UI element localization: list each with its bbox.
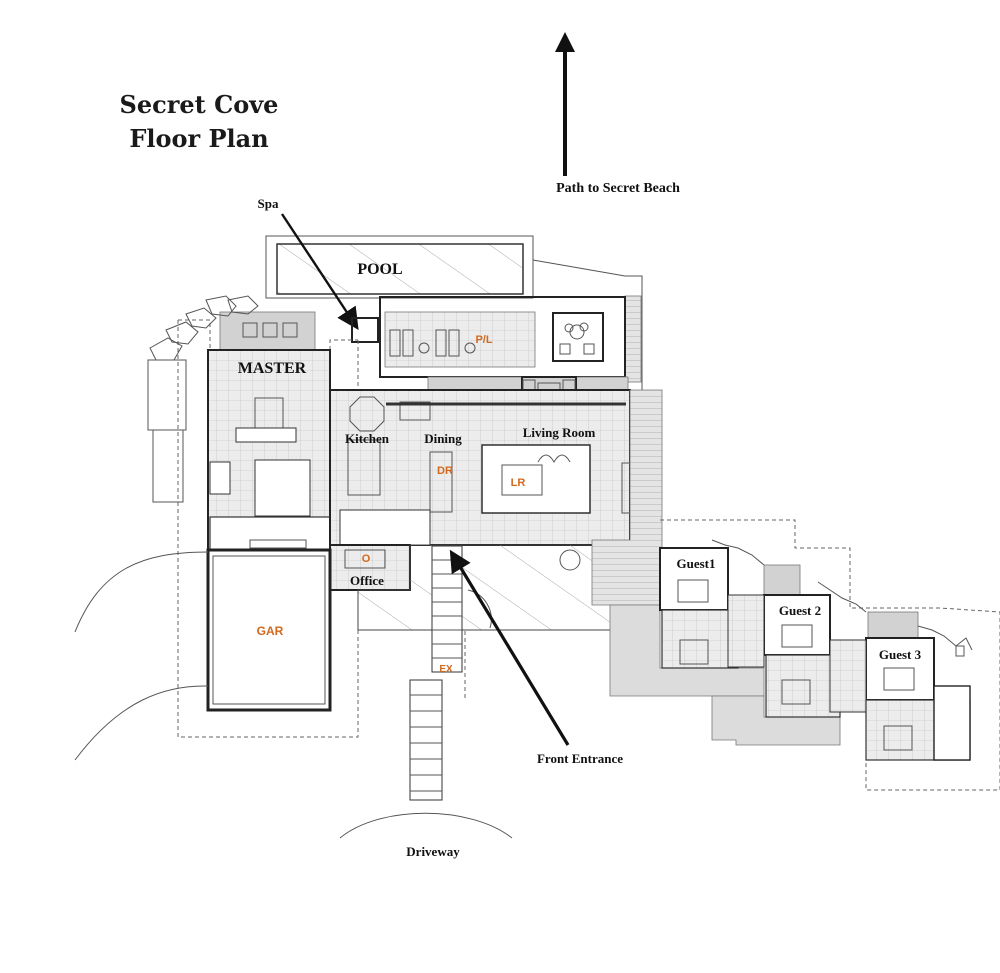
pool-label: POOL: [357, 261, 402, 278]
garage: [206, 548, 332, 712]
front-entrance-label: Front Entrance: [537, 751, 623, 766]
driveway-label: Driveway: [406, 844, 460, 859]
plan-title-line1: Secret Cove: [120, 90, 279, 119]
office-code: O: [362, 553, 371, 565]
exit-code: EX: [439, 664, 453, 675]
guest3-label: Guest 3: [879, 647, 922, 662]
pool-lounge-deck: [379, 296, 626, 378]
spa-tub: [351, 317, 379, 343]
living-room-code: LR: [511, 477, 526, 489]
rock-garden: [149, 295, 259, 361]
garage-code: GAR: [257, 624, 284, 638]
path-to-beach-label: Path to Secret Beach: [556, 181, 680, 196]
master-suite: [207, 311, 331, 551]
path-to-beach-arrow: [555, 32, 575, 176]
living-room-label: Living Room: [523, 425, 596, 440]
pool-lounge-code: P/L: [475, 334, 492, 346]
guest1-suite: [659, 539, 765, 669]
plan-title-line2: Floor Plan: [129, 124, 268, 153]
spa-arrow: [280, 213, 359, 331]
guest2-suite: [727, 564, 867, 718]
dining-label: Dining: [424, 431, 462, 446]
dining-code: DR: [437, 465, 453, 477]
master-label: MASTER: [238, 360, 307, 377]
guest2-label: Guest 2: [779, 603, 821, 618]
driveway-arc: [339, 812, 513, 839]
pool-area: [265, 235, 534, 299]
guest3-suite: [829, 611, 973, 761]
office-label: Office: [350, 573, 384, 588]
kitchen-label: Kitchen: [345, 431, 390, 446]
main-living-block: [329, 389, 631, 546]
driveway-steps: [409, 679, 443, 801]
guest1-label: Guest1: [677, 556, 716, 571]
contour-lower: [74, 685, 209, 761]
front-entrance-arrow: [449, 549, 570, 746]
spa-label: Spa: [258, 196, 279, 211]
contour-upper: [74, 551, 209, 633]
